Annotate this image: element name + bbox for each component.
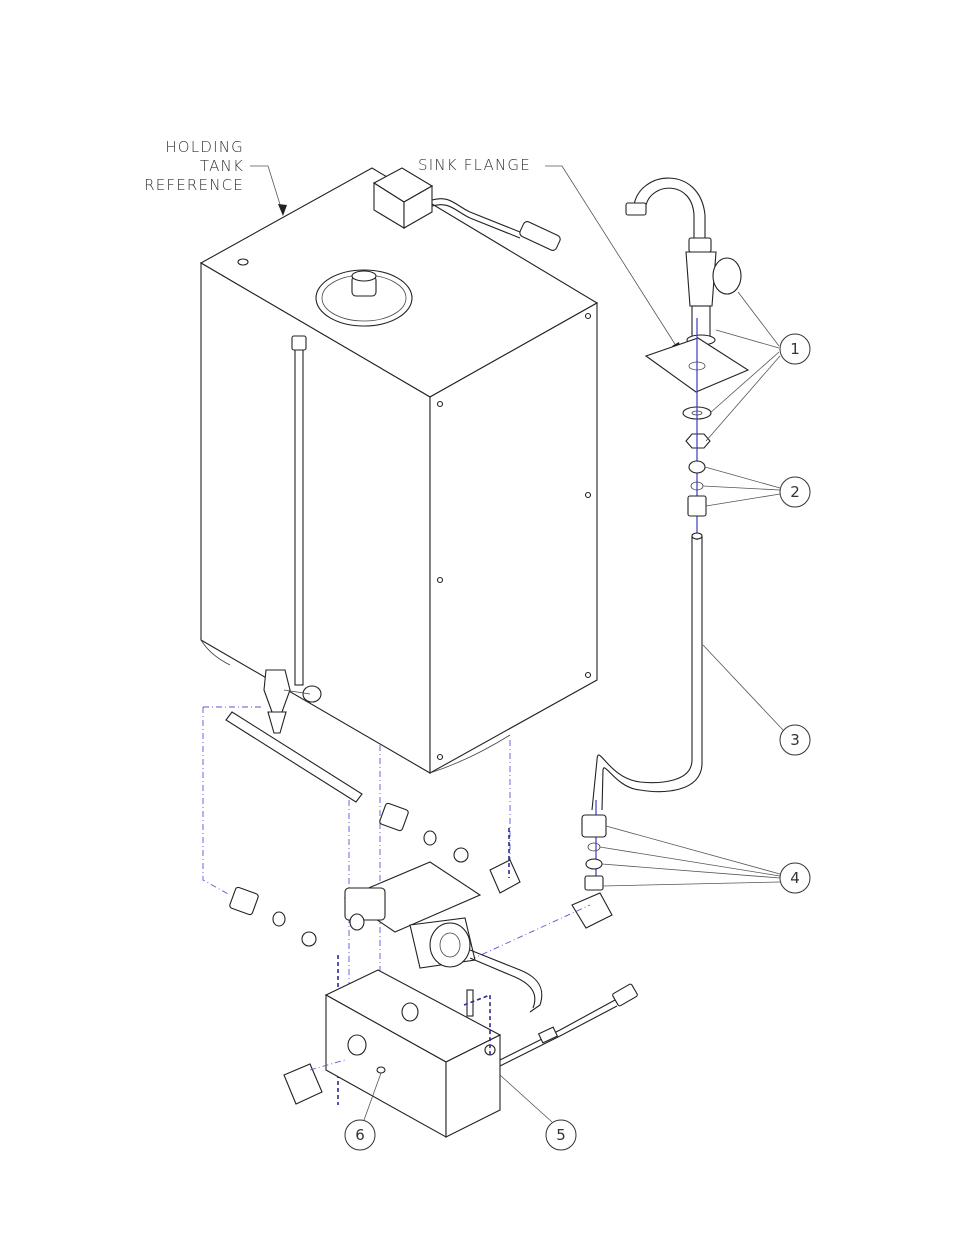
callout-2-number: 2 [790, 483, 800, 501]
cord-plug [612, 983, 638, 1006]
holding-tank-reference-label: HOLDING TANK REFERENCE [144, 138, 287, 216]
sink-flange-text: SINK FLANGE [418, 156, 531, 174]
callout-5: 5 [500, 1075, 576, 1150]
bracket-hole-front [348, 1035, 366, 1055]
callout-3-number: 3 [790, 731, 800, 749]
faucet-collar [689, 238, 711, 252]
faucet-body [686, 252, 716, 306]
lid-knob-top [352, 271, 376, 281]
tank-vent [238, 259, 248, 265]
holding-tank-label-line3: REFERENCE [144, 176, 244, 194]
bracket-screw [377, 1067, 385, 1073]
pump-motor-face [430, 923, 470, 967]
elbow-fitting-lower [284, 1064, 322, 1104]
fitting-row-lower [229, 887, 338, 1105]
tubing-outer [592, 536, 692, 810]
sight-gauge-fitting [303, 686, 321, 702]
short-tube [226, 712, 362, 802]
callout-2: 2 [703, 467, 810, 507]
dispensing-faucet [626, 178, 741, 345]
holding-tank-label-line2: TANK [200, 157, 244, 175]
callout-1-number: 1 [790, 340, 800, 358]
holding-tank-arrowhead [278, 204, 287, 216]
faucet-handle [713, 258, 741, 294]
cord-line [500, 1000, 615, 1060]
power-cord [500, 983, 638, 1066]
faucet-gooseneck-inner [646, 188, 694, 240]
elbow-fitting-upper [490, 860, 520, 893]
pump-tube [470, 950, 542, 1012]
holding-tank [201, 168, 597, 773]
callout-5-number: 5 [556, 1126, 566, 1144]
callout-4-number: 4 [790, 869, 800, 887]
holding-tank-label-line1: HOLDING [165, 138, 244, 156]
sight-gauge-tube [295, 345, 303, 685]
valve-body [345, 888, 385, 920]
holding-tank-leader [250, 166, 283, 214]
tubing [592, 533, 702, 810]
callout-4: 4 [600, 826, 810, 893]
callout-3: 3 [703, 645, 810, 755]
drain-faucet-spout [268, 712, 286, 733]
mounting-bracket [326, 970, 500, 1137]
cord-strain-relief [539, 1027, 558, 1043]
bracket-hole-top [402, 1003, 418, 1021]
callout-6-number: 6 [355, 1126, 365, 1144]
sight-gauge-cap [292, 336, 306, 350]
faucet-nozzle [626, 203, 646, 215]
tubing-inner [602, 536, 702, 810]
cable-connector [518, 220, 561, 251]
drain-faucet [264, 670, 290, 712]
